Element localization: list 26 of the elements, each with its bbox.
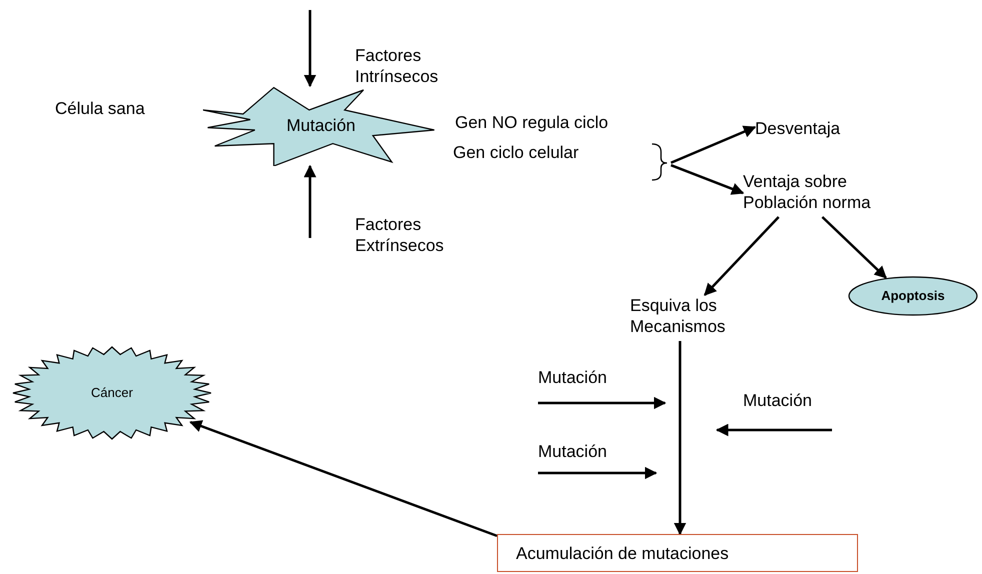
arrow <box>821 216 887 279</box>
apoptosis-ellipse <box>848 276 978 316</box>
node-label: Cáncer <box>91 385 133 401</box>
arrow <box>704 216 780 296</box>
edge-label: Factores Intrínsecos <box>355 45 440 87</box>
arrow <box>304 10 316 88</box>
edge-label: Factores Extrínsecos <box>355 214 445 256</box>
text-label: Gen NO regula ciclo <box>455 112 610 133</box>
cancer-starburst <box>12 346 212 440</box>
node-label: Apoptosis <box>881 288 945 304</box>
node-text: Esquiva los Mecanismos <box>630 295 726 337</box>
text-label: Mutación <box>538 441 608 462</box>
text-label: Mutación <box>538 367 608 388</box>
text-label: Mutación <box>743 390 813 411</box>
arrow <box>189 420 498 538</box>
node-text: Gen ciclo celular <box>453 142 579 163</box>
arrow <box>670 164 744 195</box>
node-label: Mutación <box>286 116 356 136</box>
node-label: Acumulación de mutaciones <box>516 542 729 564</box>
arrow <box>674 341 686 536</box>
arrow <box>670 126 756 164</box>
process-box <box>497 534 858 572</box>
text-label: Célula sana <box>55 98 146 119</box>
arrow <box>304 164 316 238</box>
node-text: Desventaja <box>755 118 840 139</box>
node-text: Ventaja sobre Población norma <box>743 171 872 213</box>
